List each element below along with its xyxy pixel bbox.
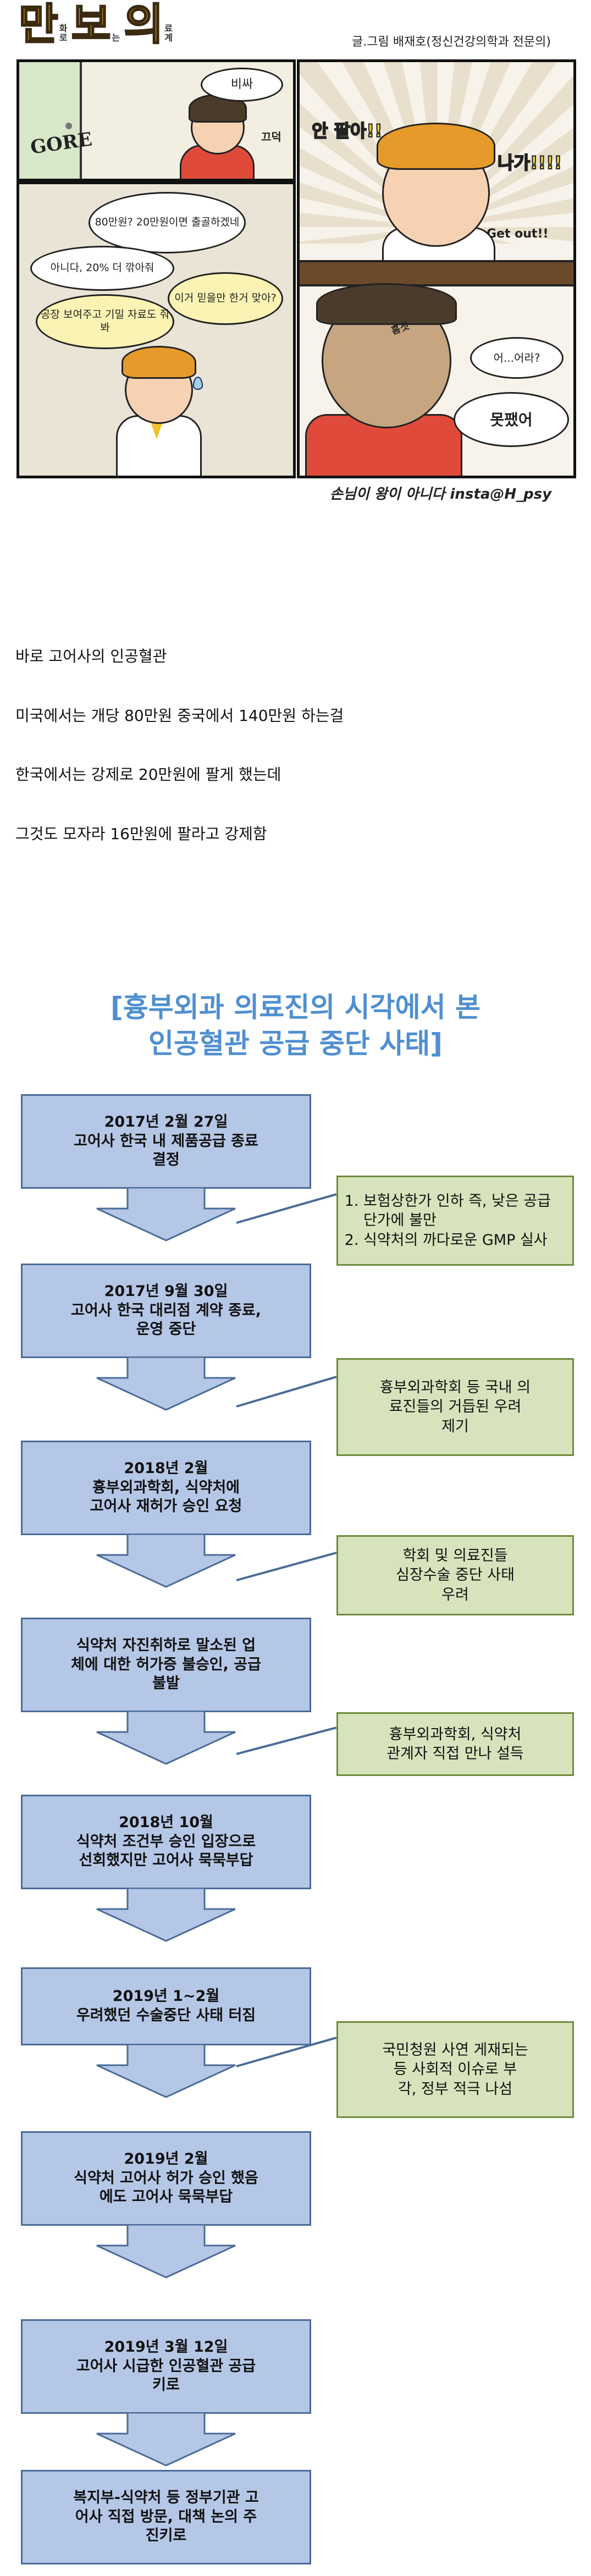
article-paragraph-2: 미국에서는 개당 80만원 중국에서 140만원 하는걸 <box>15 707 344 725</box>
sfx-nod: 끄덕 <box>261 130 281 144</box>
flow-step-4: 식약처 자진취하로 말소된 업 체에 대한 허가증 불승인, 공급 불발 <box>21 1618 311 1712</box>
title-small-3: 료계 <box>164 23 173 43</box>
shocked-customer-hair <box>316 283 457 325</box>
shout-get-out: 나가!!!! <box>497 152 562 174</box>
flow-connector-3 <box>236 1552 337 1581</box>
door-illustration <box>19 62 82 179</box>
flow-arrow-shape-5 <box>96 1888 236 1942</box>
sweat-drop <box>193 377 203 390</box>
flow-note-item: 식약처의 까다로운 GMP 실사 <box>363 1231 561 1250</box>
flow-note-1: 보험상한가 인하 즉, 낮은 공급 단가에 불만식약처의 까다로운 GMP 실사 <box>336 1176 574 1266</box>
flow-step-8: 2019년 3월 12일 고어사 시급한 인공혈관 공급 키로 <box>21 2319 311 2414</box>
flow-arrow-shape-2 <box>96 1357 236 1411</box>
bubble-secrets: 공장 보여주고 기밀 자료도 줘 봐 <box>36 294 174 349</box>
flowchart-title-line-1: [흉부외과 의료진의 시각에서 본 <box>110 991 481 1023</box>
angry-doctor-hair <box>377 123 495 170</box>
flow-note-list: 보험상한가 인하 즉, 낮은 공급 단가에 불만식약처의 까다로운 GMP 실사 <box>349 1192 561 1249</box>
flow-arrow-shape-7 <box>96 2225 236 2279</box>
comic-title: 만 화로 보 는 의 료계 <box>18 0 176 49</box>
flow-arrow-1 <box>96 1188 236 1242</box>
flow-step-7: 2019년 2월 식약처 고어사 허가 승인 했음 에도 고어사 묵묵부답 <box>21 2131 311 2226</box>
flow-arrow-shape-3 <box>96 1534 236 1588</box>
customer-hair <box>189 94 247 123</box>
flow-arrow-shape-6 <box>96 2044 236 2098</box>
flow-connector-2 <box>236 1376 337 1408</box>
flow-step-1: 2017년 2월 27일 고어사 한국 내 제품공급 종료 결정 <box>21 1094 311 1189</box>
flow-arrow-3 <box>96 1534 236 1588</box>
flow-arrow-5 <box>96 1888 236 1942</box>
flow-connector-4 <box>236 1726 337 1755</box>
flow-arrow-4 <box>96 1711 236 1765</box>
title-char-2: 보 <box>70 0 112 49</box>
comic-byline: 글.그림 배재호(정신건강의학과 전문의) <box>352 35 551 49</box>
flowchart-title-line-2: 인공혈관 공급 중단 사태] <box>148 1028 443 1060</box>
article-paragraph-3: 한국에서는 강제로 20만원에 팔게 했는데 <box>15 765 281 784</box>
article-paragraph-4: 그것도 모자라 16만원에 팔라고 강제함 <box>15 825 267 843</box>
flow-arrow-6 <box>96 2044 236 2098</box>
title-char-3: 의 <box>123 0 164 49</box>
flow-arrow-8 <box>96 2413 236 2467</box>
flow-note-4: 흉부외과학회, 식약처 관계자 직접 만나 설득 <box>336 1712 574 1776</box>
bubble-price-haggle: 80만원? 20만원이면 출골하겠네 <box>89 192 246 253</box>
flow-step-3: 2018년 2월 흉부외과학회, 식약처에 고어사 재허가 승인 요청 <box>21 1441 311 1535</box>
bubble-discount: 아니다, 20% 더 깎아줘 <box>30 246 174 291</box>
comic-panel-1: GORE 비싸 끄덕 <box>16 59 296 181</box>
comic-panel-2: 80만원? 20만원이면 출골하겠네 아니다, 20% 더 깎아줘 이거 믿을만… <box>16 181 296 478</box>
flow-step-6: 2019년 1~2월 우려했던 수술중단 사태 터짐 <box>21 1967 311 2045</box>
shout-get-out-en: Get out!! <box>487 227 549 241</box>
flow-note-5: 국민청원 사연 게재되는 등 사회적 이슈로 부 각, 정부 적극 나섬 <box>336 2021 574 2118</box>
flow-note-item: 보험상한가 인하 즉, 낮은 공급 단가에 불만 <box>363 1192 561 1230</box>
flow-arrow-shape-8 <box>96 2413 236 2467</box>
article-paragraph-1: 바로 고어사의 인공혈관 <box>15 647 167 665</box>
flow-arrow-shape-4 <box>96 1711 236 1765</box>
speech-expensive: 비싸 <box>201 68 283 102</box>
shout-not-selling: 안 팔아!! <box>311 120 383 142</box>
bubble-trust: 이거 믿을만 한거 맞아? <box>168 272 283 325</box>
flow-step-5: 2018년 10월 식약처 조건부 승인 입장으로 선회했지만 고어사 묵묵부답 <box>21 1795 311 1889</box>
reply-confused: 어...어라? <box>470 337 564 379</box>
doctor-hair <box>121 346 196 379</box>
flow-step-2: 2017년 9월 30일 고어사 한국 대리점 계약 종료, 운영 중단 <box>21 1264 311 1358</box>
comic-footer: 손님이 왕이 아니다 insta@H_psy <box>330 486 552 503</box>
title-small-2: 는 <box>112 32 120 43</box>
flow-step-9: 복지부-식약처 등 정부기관 고 어사 직접 방문, 대책 논의 주 진키로 <box>21 2470 311 2564</box>
title-small-1: 화로 <box>59 23 68 43</box>
flow-note-3: 학회 및 의료진들 심장수술 중단 사태 우려 <box>336 1535 574 1615</box>
flow-connector-1 <box>236 1193 337 1224</box>
reply-failed: 못팼어 <box>454 392 569 447</box>
comic-panel-3: 안 팔아!! 나가!!!! Get out!! 흠칫 어...어라? 못팼어 <box>297 59 576 478</box>
flow-arrow-7 <box>96 2225 236 2279</box>
title-char-1: 만 <box>18 0 59 49</box>
flow-note-2: 흉부외과학회 등 국내 의 료진들의 거듭된 우려 제기 <box>336 1358 574 1456</box>
desk <box>300 260 573 286</box>
comic-strip: 만 화로 보 는 의 료계 글.그림 배재호(정신건강의학과 전문의) GORE… <box>0 0 591 511</box>
flow-arrow-2 <box>96 1357 236 1411</box>
flow-arrow-shape-1 <box>96 1188 236 1242</box>
